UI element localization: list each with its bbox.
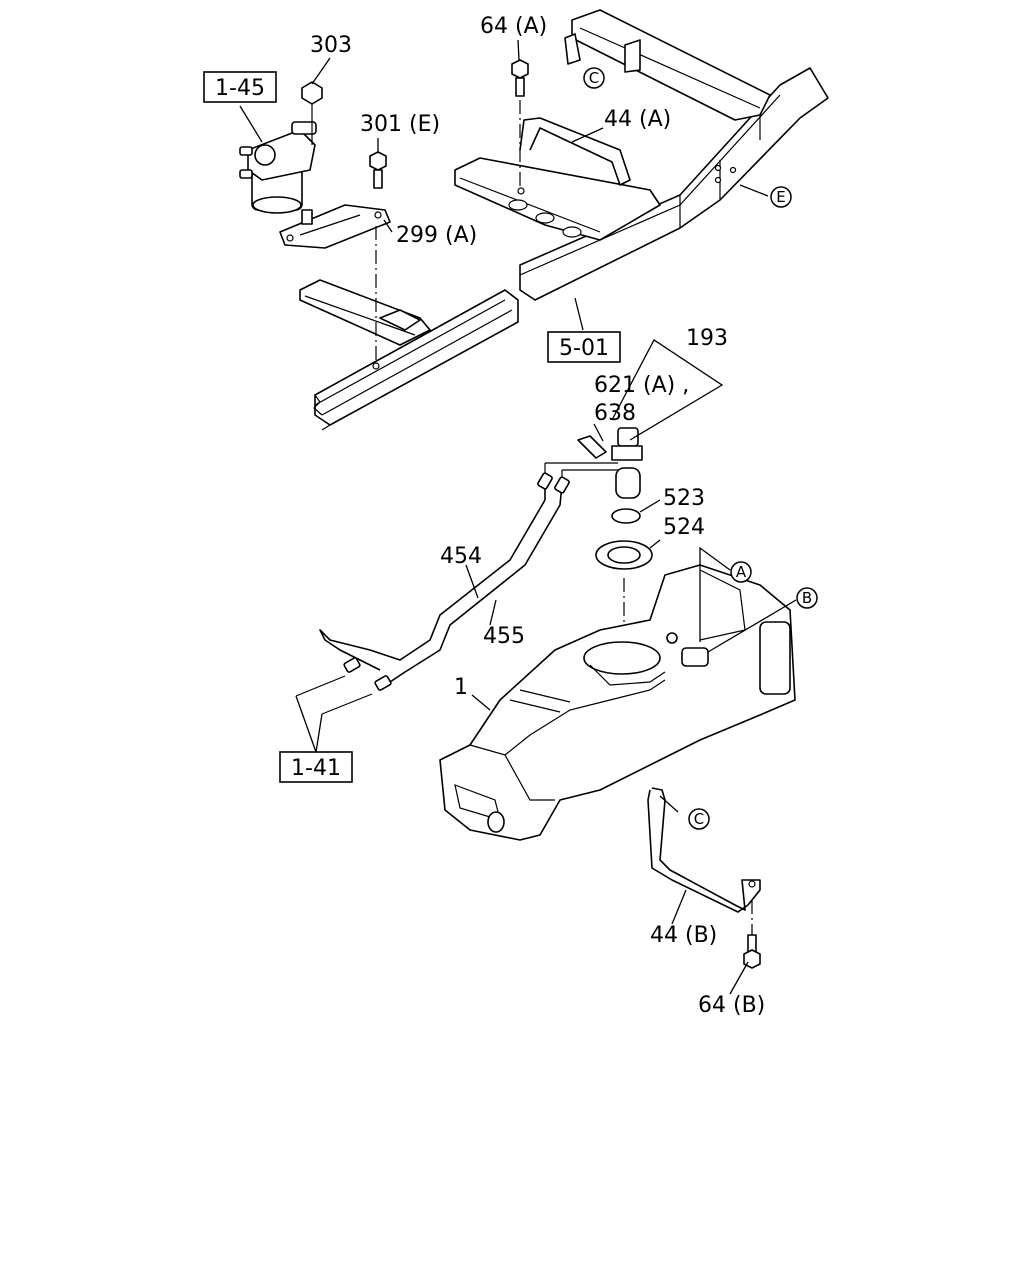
chassis-frame-rail (299, 9, 829, 431)
part-label-454: 454 (440, 544, 482, 569)
ref-box-5-01[interactable]: 5-01 (547, 331, 621, 363)
part-label-638: 638 (594, 401, 636, 426)
fuel-tank (439, 564, 796, 841)
bolt-64b (743, 900, 761, 969)
callout-a-text: A (736, 563, 747, 581)
ref-5-01-text: 5-01 (559, 336, 609, 361)
ref-box-1-41[interactable]: 1-41 (279, 751, 353, 783)
part-label-299a: 299 (A) (396, 223, 477, 248)
callout-c-bottom: C (688, 808, 710, 830)
part-label-301e: 301 (E) (360, 112, 440, 137)
packing-524 (595, 540, 653, 570)
o-ring-523 (611, 508, 641, 524)
part-label-455: 455 (483, 624, 525, 649)
strap-44b (647, 787, 761, 913)
fuel-lines-454-455 (295, 472, 570, 715)
ref-1-41-text: 1-41 (291, 756, 341, 781)
part-label-523: 523 (663, 486, 705, 511)
strap-44a (519, 117, 631, 186)
part-label-64b: 64 (B) (698, 993, 765, 1018)
ref-1-45-text: 1-45 (215, 76, 265, 101)
bracket-299a (279, 204, 391, 249)
callout-e-text: E (776, 188, 785, 206)
part-label-44b: 44 (B) (650, 923, 717, 948)
part-label-621a: 621 (A) , (594, 373, 689, 398)
part-label-524: 524 (663, 515, 705, 540)
part-label-193: 193 (686, 326, 728, 351)
callout-c-top-text: C (589, 69, 599, 87)
callout-a: A (730, 561, 752, 583)
part-label-44a: 44 (A) (604, 107, 671, 132)
fuel-pump-assembly (544, 427, 643, 499)
fuel-filter-assembly (239, 81, 323, 214)
part-label-64a: 64 (A) (480, 14, 547, 39)
callout-c-top: C (583, 67, 605, 89)
callout-c-bottom-text: C (694, 810, 704, 828)
part-label-303: 303 (310, 33, 352, 58)
ref-box-1-45[interactable]: 1-45 (203, 71, 277, 103)
callout-b-text: B (802, 589, 812, 607)
callout-b: B (796, 587, 818, 609)
part-label-1: 1 (454, 675, 468, 700)
callout-e: E (770, 186, 792, 208)
